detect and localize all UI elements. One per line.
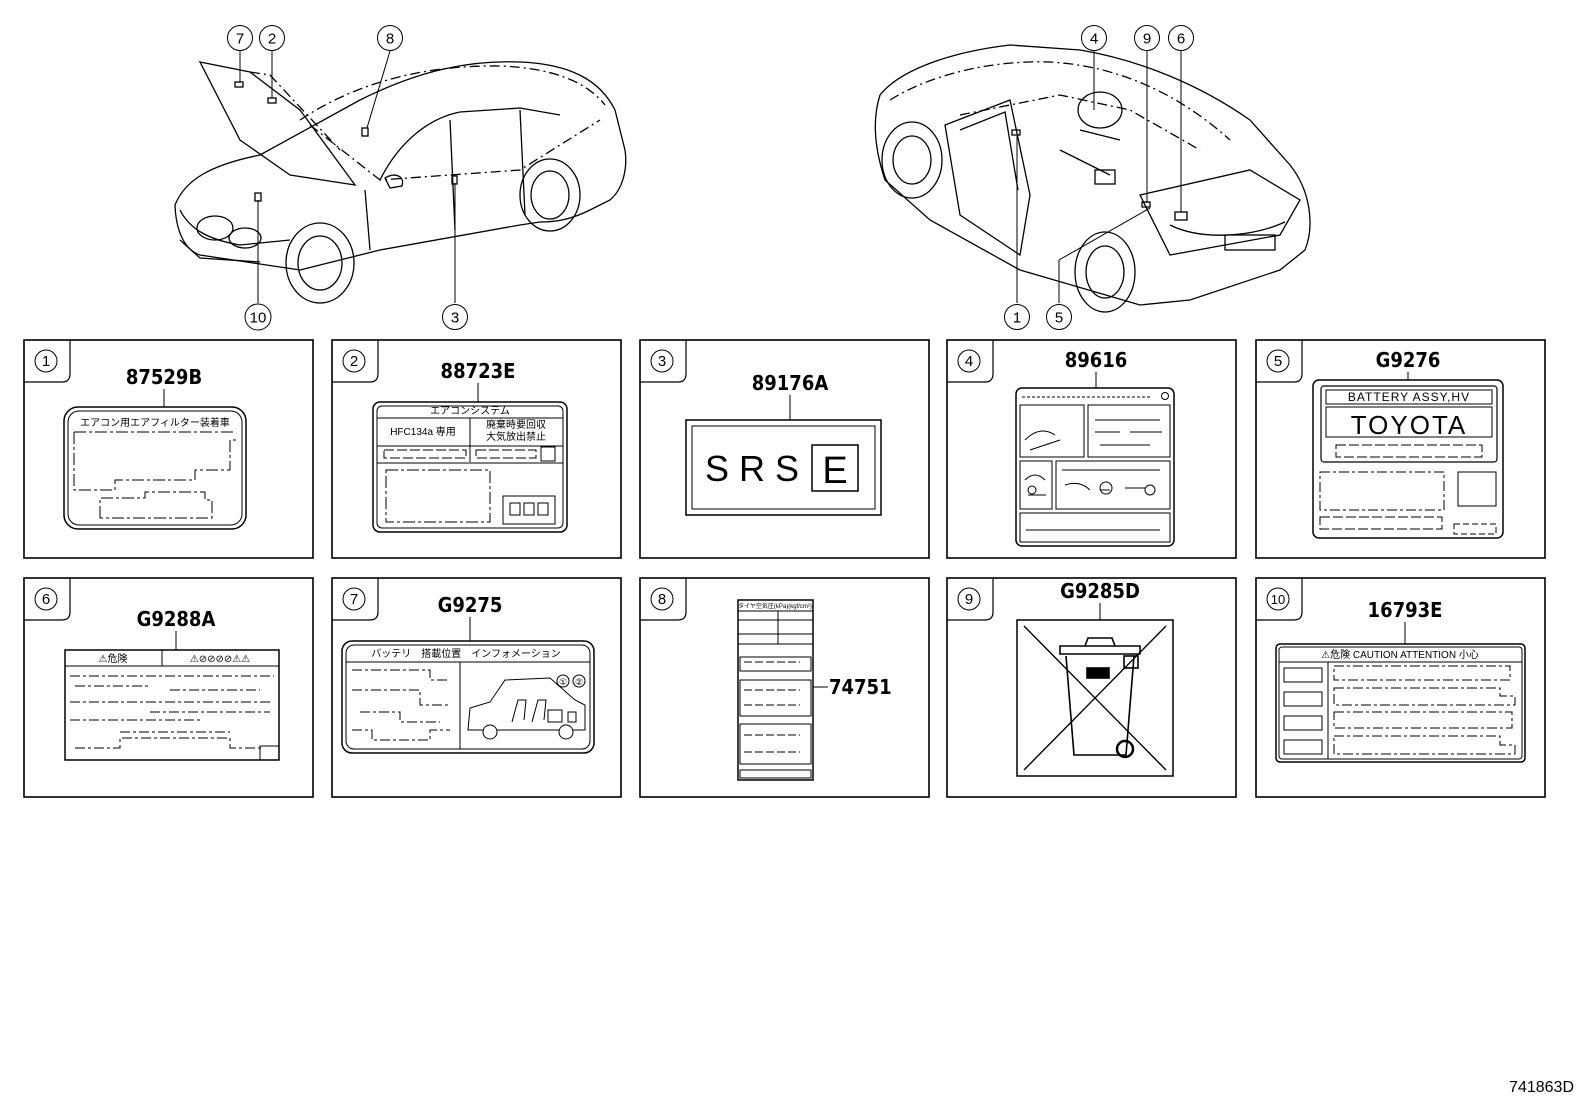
panel-9-label: G9285D	[1016, 579, 1174, 777]
panel-6-label: G9288A ⚠危険 ⚠⊘⊘⊘⊘⚠⚠	[64, 607, 280, 761]
svg-text:⚠危険: ⚠危険	[99, 653, 128, 665]
panel-3-number: 3	[650, 349, 674, 373]
part-number-89616: 89616	[1065, 348, 1128, 372]
panel-3-label: 89176A S R S E	[685, 371, 882, 516]
part-number-87529B: 87529B	[126, 365, 202, 389]
svg-text:2: 2	[350, 353, 358, 370]
svg-text:10: 10	[1271, 592, 1285, 607]
svg-text:タイヤ空気圧(kPa)(kgf/cm²): タイヤ空気圧(kPa)(kgf/cm²)	[738, 602, 812, 610]
svg-text:8: 8	[658, 591, 666, 608]
callout-8: 8	[377, 25, 403, 51]
svg-text:バッテリ 搭載位置 インフォメーション: バッテリ 搭載位置 インフォメーション	[371, 647, 561, 660]
callout-4: 4	[1081, 25, 1107, 51]
svg-text:TOYOTA: TOYOTA	[1351, 410, 1468, 440]
panel-6-number: 6	[34, 587, 58, 611]
part-number-16793E: 16793E	[1368, 598, 1443, 622]
svg-text:⚠危険 CAUTION ATTENTION 小心: ⚠危険 CAUTION ATTENTION 小心	[1321, 649, 1479, 661]
callout-6: 6	[1168, 25, 1194, 51]
part-number-G9288A: G9288A	[137, 607, 216, 631]
svg-text:10: 10	[250, 310, 267, 327]
panel-4-label: 89616	[1015, 348, 1175, 547]
panel-7-label: G9275 バッテリ 搭載位置 インフォメーション ① ②	[341, 593, 595, 754]
svg-text:4: 4	[1090, 31, 1098, 48]
car-left-drawing	[174, 61, 627, 304]
svg-text:大気放出禁止: 大気放出禁止	[486, 430, 546, 443]
car-right-drawing	[874, 44, 1311, 313]
svg-text:9: 9	[1143, 31, 1151, 48]
wheelie-bin-crossed-icon	[1023, 625, 1167, 771]
part-number-89176A: 89176A	[752, 371, 829, 395]
figure-code: 741863D	[1509, 1079, 1574, 1096]
panel-8-label: タイヤ空気圧(kPa)(kgf/cm²) 74751	[737, 599, 892, 781]
part-number-74751: 74751	[829, 675, 892, 699]
panel-1-number: 1	[34, 349, 58, 373]
car-right-leaders	[1016, 51, 1182, 303]
panel-5-number: 5	[1266, 349, 1290, 373]
panel-1-label: 87529B エアコン用エアフィルター装着車	[63, 365, 247, 530]
svg-text:エアコンシステム: エアコンシステム	[430, 405, 510, 417]
svg-text:HFC134a 専用: HFC134a 専用	[390, 426, 456, 438]
svg-text:7: 7	[236, 31, 244, 48]
callout-3: 3	[442, 304, 468, 330]
svg-text:廃棄時要回収: 廃棄時要回収	[486, 418, 546, 431]
svg-text:7: 7	[350, 591, 358, 608]
svg-text:BATTERY ASSY,HV: BATTERY ASSY,HV	[1348, 390, 1470, 404]
car-right-callouts: 4 9 6 1 5	[1004, 25, 1194, 330]
svg-text:8: 8	[386, 31, 394, 48]
part-number-G9285D: G9285D	[1060, 579, 1140, 603]
svg-text:9: 9	[965, 591, 973, 608]
svg-text:エアコン用エアフィルター装着車: エアコン用エアフィルター装着車	[80, 416, 230, 429]
panel-10-number: 10	[1266, 587, 1290, 611]
part-number-G9275: G9275	[438, 593, 503, 617]
panel-4-number: 4	[957, 349, 981, 373]
callout-1: 1	[1004, 304, 1030, 330]
panel-number-circles: 1 2 3 4 5 6 7 8 9 10	[34, 349, 1290, 611]
callout-2: 2	[259, 25, 285, 51]
svg-text:②: ②	[575, 677, 583, 687]
svg-text:1: 1	[42, 353, 50, 370]
svg-text:3: 3	[658, 353, 666, 370]
panel-5-label: G9276 BATTERY ASSY,HV TOYOTA	[1312, 348, 1504, 539]
svg-text:3: 3	[451, 310, 459, 327]
svg-text:5: 5	[1274, 353, 1282, 370]
svg-text:1: 1	[1013, 310, 1021, 327]
panel-10-label: 16793E ⚠危険 CAUTION ATTENTION 小心	[1275, 598, 1526, 763]
callout-7: 7	[227, 25, 253, 51]
svg-text:6: 6	[1177, 31, 1185, 48]
svg-text:①: ①	[559, 677, 567, 687]
svg-text:4: 4	[965, 353, 973, 370]
panel-2-number: 2	[342, 349, 366, 373]
part-number-88723E: 88723E	[441, 359, 516, 383]
svg-text:2: 2	[268, 31, 276, 48]
callout-9: 9	[1134, 25, 1160, 51]
svg-text:5: 5	[1055, 310, 1063, 327]
car-left-callouts: 7 2 8 10 3	[227, 25, 468, 331]
car-left-leaders	[239, 50, 456, 303]
part-number-G9276: G9276	[1376, 348, 1441, 372]
panel-frames	[23, 339, 1546, 798]
panel-7-number: 7	[342, 587, 366, 611]
callout-10: 10	[244, 303, 272, 331]
panel-2-label: 88723E エアコンシステム HFC134a 専用 廃棄時要回収 大気放出禁止	[372, 359, 568, 533]
panel-8-number: 8	[650, 587, 674, 611]
svg-text:6: 6	[42, 591, 50, 608]
callout-5: 5	[1046, 304, 1072, 330]
svg-text:S R S: S R S	[705, 448, 799, 489]
svg-text:E: E	[822, 450, 847, 492]
svg-text:⚠⊘⊘⊘⊘⚠⚠: ⚠⊘⊘⊘⊘⚠⚠	[190, 654, 250, 665]
panel-9-number: 9	[957, 587, 981, 611]
